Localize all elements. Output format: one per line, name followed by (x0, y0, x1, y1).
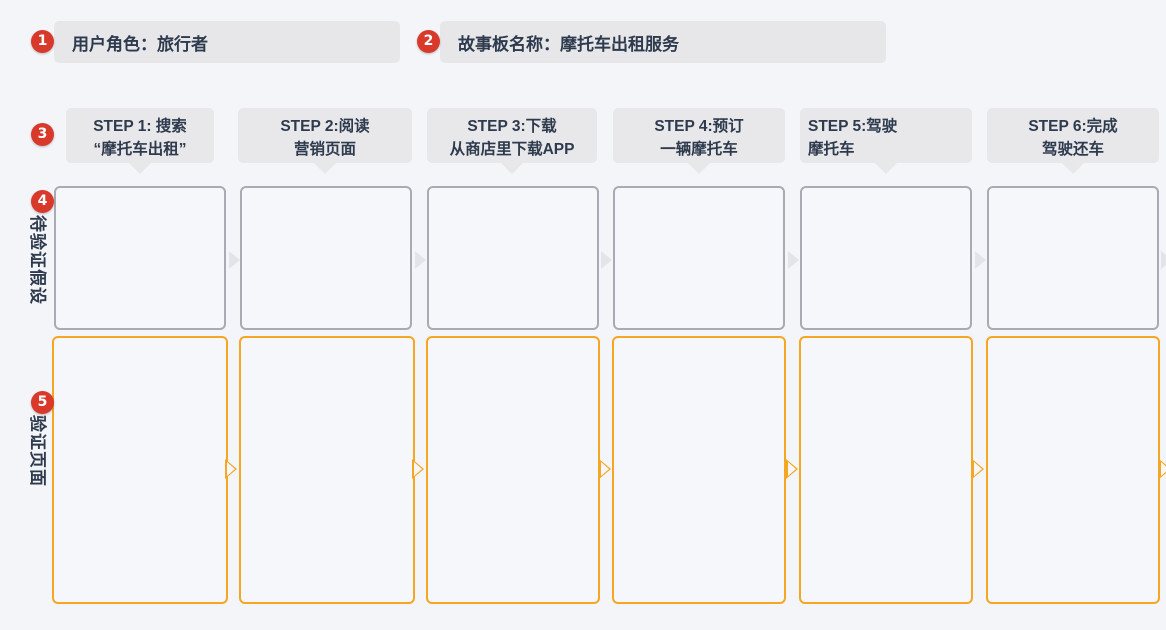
user-role-pill[interactable]: 用户角色：旅行者 (54, 21, 400, 63)
validation-cell-1[interactable] (52, 336, 228, 604)
hypothesis-cell-3[interactable] (427, 186, 599, 330)
row-label-hypothesis: 待验证假设 (28, 215, 47, 305)
validation-connector-arrow-inner-icon-3 (601, 462, 609, 476)
hypothesis-cell-2[interactable] (240, 186, 412, 330)
badge-2: 2 (417, 30, 440, 53)
step-tail-icon-6 (1062, 163, 1084, 174)
hypothesis-connector-arrow-icon-2 (415, 251, 426, 269)
step-label-3: STEP 3:下载 从商店里下载APP (449, 118, 575, 158)
hypothesis-connector-arrow-icon-5 (975, 251, 986, 269)
validation-cell-4[interactable] (612, 336, 786, 604)
badge-5: 5 (31, 391, 54, 414)
step-header-4[interactable]: STEP 4:预订 一辆摩托车 (613, 108, 785, 174)
step-tail-icon-2 (314, 163, 336, 174)
validation-cell-3[interactable] (426, 336, 600, 604)
hypothesis-cell-4[interactable] (613, 186, 785, 330)
step-label-5: STEP 5:驾驶 摩托车 (808, 118, 898, 158)
storyboard-name-pill[interactable]: 故事板名称：摩托车出租服务 (440, 21, 886, 63)
step-label-1: STEP 1: 搜索 “摩托车出租” (93, 118, 187, 158)
step-header-6[interactable]: STEP 6:完成 驾驶还车 (987, 108, 1159, 174)
validation-cell-5[interactable] (799, 336, 973, 604)
step-header-2[interactable]: STEP 2:阅读 营销页面 (238, 108, 412, 174)
validation-connector-arrow-inner-icon-5 (974, 462, 982, 476)
hypothesis-connector-arrow-icon-6 (1161, 251, 1166, 269)
hypothesis-cell-5[interactable] (800, 186, 972, 330)
validation-connector-arrow-inner-icon-1 (227, 462, 235, 476)
hypothesis-connector-arrow-icon-4 (788, 251, 799, 269)
step-tail-icon-1 (129, 163, 151, 174)
badge-1: 1 (31, 30, 54, 53)
storyboard-name-label: 故事板名称：摩托车出租服务 (458, 34, 679, 54)
step-header-5[interactable]: STEP 5:驾驶 摩托车 (800, 108, 972, 174)
step-header-3[interactable]: STEP 3:下载 从商店里下载APP (427, 108, 597, 174)
step-tail-icon-5 (875, 163, 897, 174)
hypothesis-cell-1[interactable] (54, 186, 226, 330)
hypothesis-connector-arrow-icon-1 (229, 251, 240, 269)
validation-connector-arrow-inner-icon-2 (414, 462, 422, 476)
validation-cell-2[interactable] (239, 336, 415, 604)
step-label-4: STEP 4:预订 一辆摩托车 (654, 118, 744, 158)
step-label-6: STEP 6:完成 驾驶还车 (1028, 118, 1118, 158)
user-role-label: 用户角色：旅行者 (72, 34, 208, 54)
hypothesis-cell-6[interactable] (987, 186, 1159, 330)
row-label-validation: 验证页面 (28, 415, 47, 487)
hypothesis-connector-arrow-icon-3 (601, 251, 612, 269)
step-tail-icon-3 (501, 163, 523, 174)
badge-3: 3 (31, 123, 54, 146)
badge-4: 4 (31, 190, 54, 213)
validation-connector-arrow-inner-icon-4 (788, 462, 796, 476)
step-tail-icon-4 (688, 163, 710, 174)
validation-cell-6[interactable] (986, 336, 1160, 604)
step-label-2: STEP 2:阅读 营销页面 (280, 118, 370, 158)
step-header-1[interactable]: STEP 1: 搜索 “摩托车出租” (66, 108, 214, 174)
validation-connector-arrow-inner-icon-6 (1161, 462, 1166, 476)
